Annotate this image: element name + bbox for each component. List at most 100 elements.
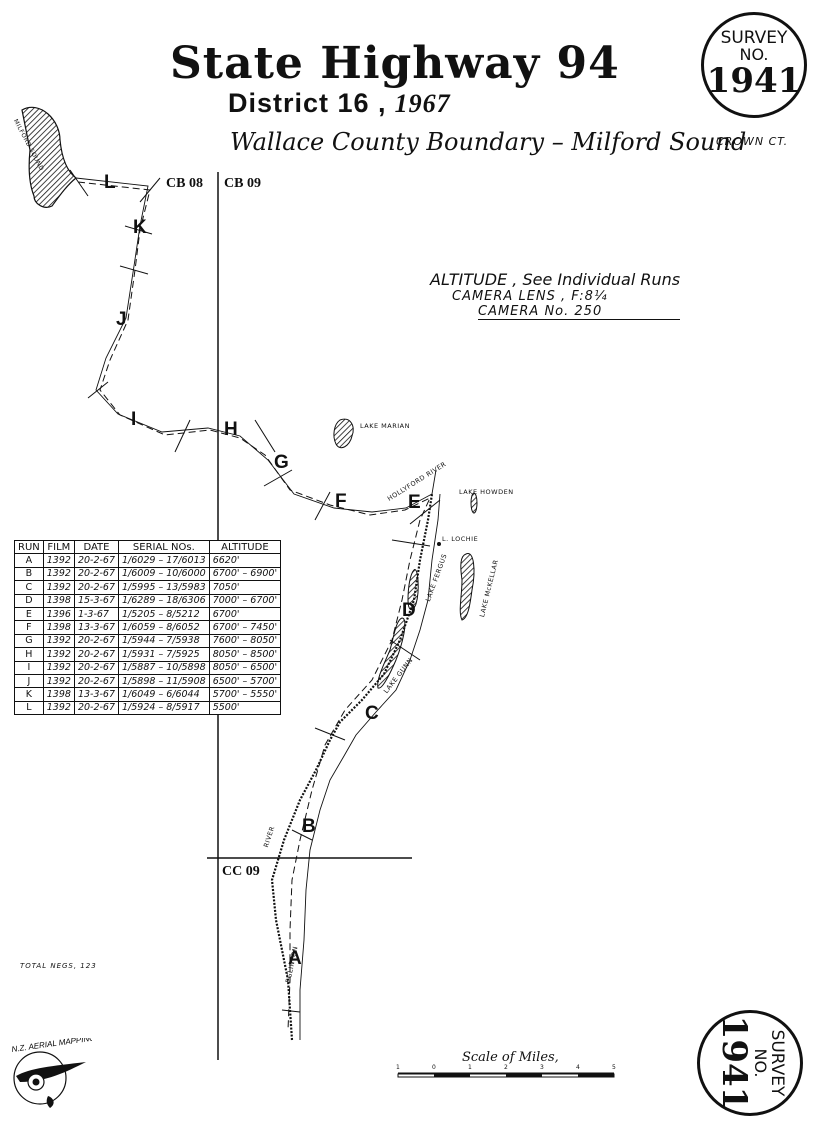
grid-label-cc09: CC 09 bbox=[222, 864, 260, 879]
cell-run: H bbox=[14, 647, 44, 662]
cell-altitude: 5500' bbox=[208, 700, 282, 716]
survey-no-word: NO. bbox=[739, 45, 769, 64]
lake-howden-shape bbox=[470, 492, 478, 514]
run-letter-j: J bbox=[116, 309, 127, 330]
lake-fergus-shape bbox=[407, 569, 419, 611]
col-date: DATE bbox=[73, 539, 120, 555]
cell-date: 20-2-67 bbox=[73, 566, 120, 582]
cell-film: 1392 bbox=[42, 660, 75, 675]
map-title: State Highway 94 bbox=[170, 38, 620, 89]
road-line-east bbox=[299, 493, 441, 1040]
cell-altitude: 6700' – 6900' bbox=[208, 566, 282, 582]
cell-run: B bbox=[14, 566, 44, 582]
camera-note: ALTITUDE , See Individual Runs CAMERA LE… bbox=[430, 270, 681, 320]
cell-altitude: 8050' – 8500' bbox=[208, 647, 282, 662]
cell-altitude: 6700' bbox=[208, 606, 282, 622]
run-letter-c: C bbox=[365, 703, 379, 724]
scale-tick-label: 3 bbox=[540, 1064, 544, 1071]
cell-film: 1398 bbox=[42, 620, 75, 635]
survey-number: 1941 bbox=[706, 61, 802, 101]
district-label: District 16 , bbox=[228, 88, 387, 118]
cell-film: 1392 bbox=[42, 580, 75, 595]
cell-altitude: 5700' – 5550' bbox=[208, 687, 282, 702]
cell-altitude: 7600' – 8050' bbox=[208, 633, 282, 649]
run-letter-b: B bbox=[302, 816, 316, 837]
camera-number-line: CAMERA No. 250 bbox=[478, 304, 681, 320]
logo-text: N.Z. AERIAL MAPPING LTD. bbox=[11, 1038, 92, 1054]
eglinton-river bbox=[270, 493, 434, 1041]
cell-date: 20-2-67 bbox=[73, 660, 120, 675]
cell-film: 1392 bbox=[42, 647, 75, 662]
lake-marian-shape bbox=[333, 418, 354, 449]
run-letter-f: F bbox=[335, 491, 347, 512]
cell-run: L bbox=[14, 700, 44, 716]
cell-run: I bbox=[14, 660, 44, 675]
total-negatives: TOTAL NEGS, 123 bbox=[20, 962, 97, 970]
cell-serial: 1/5887 – 10/5898 bbox=[118, 660, 210, 675]
cell-altitude: 6700' – 7450' bbox=[208, 620, 282, 635]
run-ticks bbox=[69, 169, 441, 1013]
scale-title: Scale of Miles, bbox=[462, 1050, 559, 1065]
scale-tick-label: 5 bbox=[612, 1064, 616, 1071]
cell-serial: 1/5995 – 13/5983 bbox=[118, 580, 210, 595]
table-header-row: RUN FILM DATE SERIAL NOs. ALTITUDE bbox=[14, 539, 282, 555]
cell-altitude: 8050' – 6500' bbox=[208, 660, 282, 675]
scale-tick-label: 4 bbox=[576, 1064, 580, 1071]
camera-lens-line: CAMERA LENS , F:8¼ bbox=[452, 289, 608, 304]
cell-serial: 1/6049 – 6/6044 bbox=[118, 687, 210, 702]
cell-run: F bbox=[14, 620, 44, 635]
col-serial: SERIAL NOs. bbox=[118, 539, 210, 555]
road-line bbox=[75, 177, 437, 513]
cell-altitude: 7000' – 6700' bbox=[208, 593, 282, 608]
cell-film: 1396 bbox=[42, 606, 75, 622]
crown-copyright: CROWN CT. bbox=[716, 135, 789, 148]
cell-run: E bbox=[14, 606, 44, 622]
run-letter-a: A bbox=[288, 948, 302, 969]
cell-serial: 1/5931 – 7/5925 bbox=[118, 647, 210, 662]
cell-run: J bbox=[14, 673, 44, 689]
scale-tick-label: 0 bbox=[432, 1064, 436, 1071]
col-altitude: ALTITUDE bbox=[208, 539, 282, 555]
lake-gunn-shape bbox=[377, 617, 406, 689]
cell-film: 1392 bbox=[42, 553, 75, 568]
survey-badge-top: SURVEY NO. 1941 bbox=[701, 12, 807, 118]
cell-run: A bbox=[14, 553, 44, 568]
year-label: 1967 bbox=[394, 89, 451, 118]
cell-run: D bbox=[14, 593, 44, 608]
cell-run: K bbox=[14, 687, 44, 702]
cell-serial: 1/6029 – 17/6013 bbox=[118, 553, 210, 568]
survey-word: SURVEY bbox=[720, 28, 788, 48]
run-letter-h: H bbox=[224, 419, 238, 440]
lake-lochie-shape bbox=[437, 542, 441, 546]
col-run: RUN bbox=[14, 539, 44, 555]
cell-date: 20-2-67 bbox=[73, 580, 120, 595]
cell-date: 15-3-67 bbox=[73, 593, 120, 608]
cell-film: 1392 bbox=[42, 566, 75, 582]
run-letter-d: D bbox=[402, 600, 416, 621]
route-description: Wallace County Boundary – Milford Sound bbox=[230, 128, 747, 156]
run-letter-g: G bbox=[274, 452, 289, 473]
place-l-lochie: L. LOCHIE bbox=[442, 535, 479, 543]
cell-date: 13-3-67 bbox=[73, 687, 120, 702]
col-film: FILM bbox=[42, 539, 75, 555]
altitude-line: ALTITUDE , See Individual Runs bbox=[430, 270, 681, 289]
grid-label-cb09: CB 09 bbox=[224, 176, 261, 191]
cell-date: 13-3-67 bbox=[73, 620, 120, 635]
cell-date: 1-3-67 bbox=[73, 606, 120, 622]
cell-run: C bbox=[14, 580, 44, 595]
scale-bar bbox=[397, 1072, 615, 1078]
place-lake-marian: LAKE MARIAN bbox=[360, 422, 410, 430]
cell-serial: 1/5924 – 8/5917 bbox=[118, 700, 210, 716]
